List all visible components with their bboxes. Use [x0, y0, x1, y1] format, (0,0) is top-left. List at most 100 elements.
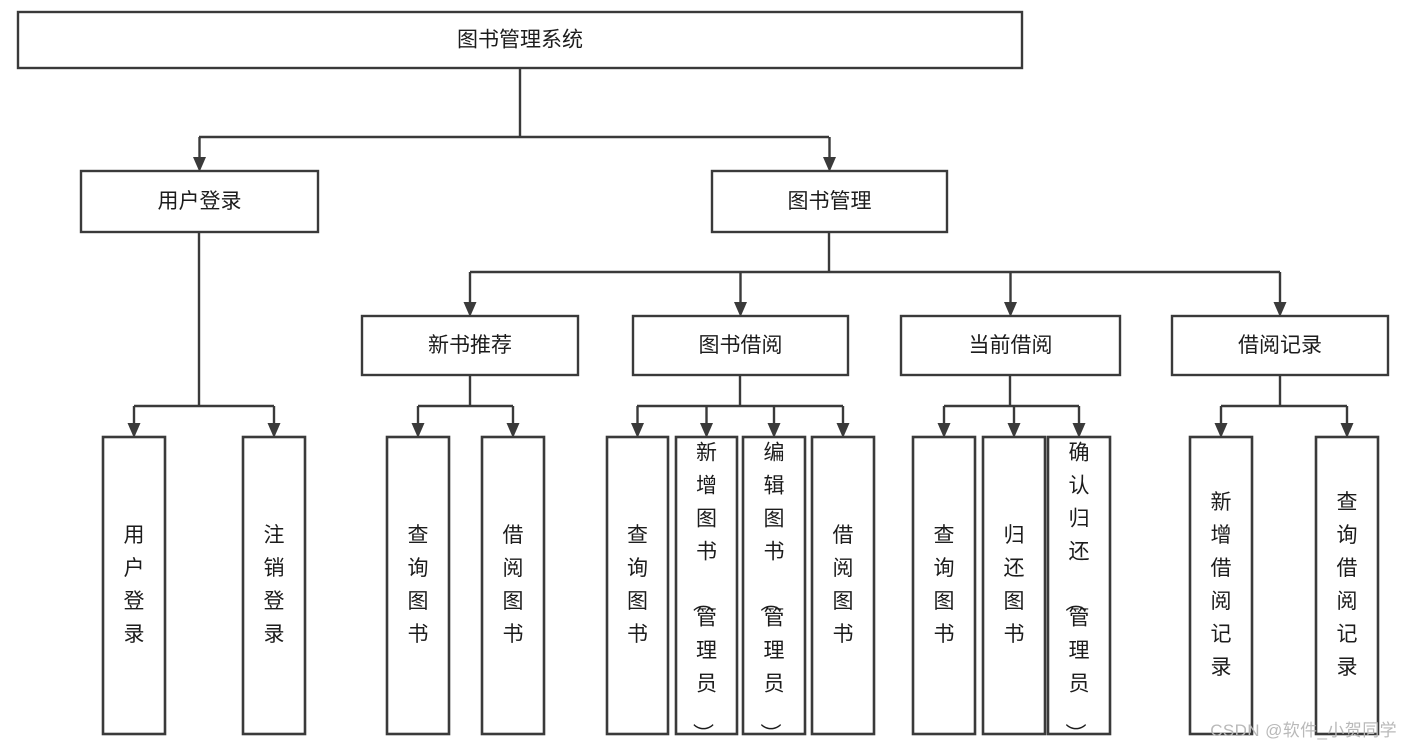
node-leaf-confirm-return-admin[interactable]: 确认归还（管理员） [1046, 435, 1112, 744]
node-leaf-borrow-book[interactable]: 借阅图书 [810, 435, 876, 736]
node-label: 查询借阅记录 [1337, 491, 1358, 679]
arrow-head-icon [767, 423, 781, 438]
arrow-head-icon [1340, 423, 1354, 438]
edge-book-borrow-to-leaf-edit-book-admin [767, 406, 781, 438]
node-root[interactable]: 图书管理系统 [16, 10, 1024, 70]
node-box[interactable] [911, 435, 977, 736]
edge-current-borrow-to-leaf-return-book [1007, 406, 1021, 438]
node-box[interactable] [480, 435, 546, 736]
edge-book-borrow-to-leaf-borrow-book [836, 406, 850, 438]
node-leaf-user-logout[interactable]: 注销登录 [241, 435, 307, 736]
arrow-head-icon [1007, 423, 1021, 438]
node-box[interactable] [981, 435, 1047, 736]
arrow-head-icon [823, 157, 836, 172]
edge-borrow-record-to-leaf-query-borrow-record [1340, 406, 1354, 438]
node-label: 借阅图书 [833, 524, 854, 646]
edge-new-book-recommend-to-leaf-borrow-book-recommend [506, 406, 520, 438]
node-label: 用户登录 [158, 190, 242, 213]
arrow-head-icon [1273, 302, 1287, 317]
node-box[interactable] [1170, 314, 1390, 377]
node-leaf-user-login[interactable]: 用户登录 [101, 435, 167, 736]
node-box[interactable] [899, 314, 1122, 377]
node-leaf-add-borrow-record[interactable]: 新增借阅记录 [1188, 435, 1254, 736]
arrow-head-icon [631, 423, 644, 438]
connector-rail-book-borrow [637, 375, 843, 408]
node-leaf-query-book-borrow[interactable]: 查询图书 [605, 435, 670, 736]
node-box[interactable] [241, 435, 307, 736]
arrow-head-icon [1072, 423, 1086, 438]
arrow-head-icon [1214, 423, 1228, 438]
node-label: 编辑图书（管理员） [759, 441, 785, 744]
node-label: 新书推荐 [428, 334, 512, 357]
edge-book-management-to-current-borrow [1004, 272, 1017, 317]
edge-user-login-to-leaf-user-login [127, 406, 141, 438]
node-label: 查询图书 [408, 524, 429, 646]
edge-book-borrow-to-leaf-add-book-admin [700, 406, 713, 438]
node-box[interactable] [631, 314, 850, 377]
node-label: 当前借阅 [969, 334, 1053, 357]
node-label: 借阅记录 [1238, 334, 1322, 357]
node-leaf-edit-book-admin[interactable]: 编辑图书（管理员） [741, 435, 807, 744]
node-box[interactable] [101, 435, 167, 736]
node-label: 图书管理 [788, 190, 872, 213]
node-box[interactable] [674, 435, 739, 736]
node-box[interactable] [385, 435, 451, 736]
node-leaf-query-book-recommend[interactable]: 查询图书 [385, 435, 451, 736]
node-leaf-query-borrow-record[interactable]: 查询借阅记录 [1314, 435, 1380, 736]
node-box[interactable] [1188, 435, 1254, 736]
edge-user-login-to-leaf-user-logout [267, 406, 281, 438]
arrow-head-icon [267, 423, 281, 438]
node-leaf-return-book[interactable]: 归还图书 [981, 435, 1047, 736]
node-label: 查询图书 [627, 524, 648, 646]
arrow-head-icon [734, 302, 747, 317]
edge-root-to-user-login [193, 137, 206, 172]
node-box[interactable] [79, 169, 320, 234]
node-label: 确认归还（管理员） [1064, 441, 1090, 744]
node-user-login[interactable]: 用户登录 [79, 169, 320, 234]
node-label: 图书借阅 [699, 334, 783, 357]
node-label: 注销登录 [264, 524, 285, 646]
edge-root-to-book-management [823, 137, 836, 172]
node-label: 用户登录 [124, 524, 145, 646]
arrow-head-icon [193, 157, 206, 172]
node-box[interactable] [1046, 435, 1112, 736]
node-book-borrow[interactable]: 图书借阅 [631, 314, 850, 377]
node-book-management[interactable]: 图书管理 [710, 169, 949, 234]
connector-rail-current-borrow [944, 375, 1079, 408]
node-box[interactable] [810, 435, 876, 736]
node-label: 图书管理系统 [457, 29, 583, 52]
node-box[interactable] [741, 435, 807, 736]
edge-book-management-to-book-borrow [734, 272, 747, 317]
arrow-head-icon [506, 423, 520, 438]
arrow-head-icon [127, 423, 141, 438]
node-box[interactable] [1314, 435, 1380, 736]
node-leaf-add-book-admin[interactable]: 新增图书（管理员） [674, 435, 739, 744]
node-label: 新增借阅记录 [1211, 491, 1232, 679]
edge-book-management-to-new-book-recommend [463, 272, 477, 317]
node-borrow-record[interactable]: 借阅记录 [1170, 314, 1390, 377]
edge-book-management-to-borrow-record [1273, 272, 1287, 317]
connector-rail-user-login [134, 232, 274, 408]
edge-current-borrow-to-leaf-confirm-return-admin [1072, 406, 1086, 438]
node-leaf-query-book-current[interactable]: 查询图书 [911, 435, 977, 736]
node-new-book-recommend[interactable]: 新书推荐 [360, 314, 580, 377]
arrow-head-icon [937, 423, 951, 438]
connector-layer [127, 68, 1354, 438]
node-layer: 图书管理系统用户登录图书管理新书推荐图书借阅当前借阅借阅记录用户登录注销登录查询… [16, 10, 1390, 744]
node-box[interactable] [360, 314, 580, 377]
connector-rail-book-management [470, 232, 1280, 274]
edge-new-book-recommend-to-leaf-query-book-recommend [411, 406, 425, 438]
node-box[interactable] [16, 10, 1024, 70]
connector-rail-borrow-record [1221, 375, 1347, 408]
arrow-head-icon [1004, 302, 1017, 317]
edge-book-borrow-to-leaf-query-book-borrow [631, 406, 644, 438]
node-current-borrow[interactable]: 当前借阅 [899, 314, 1122, 377]
edge-borrow-record-to-leaf-add-borrow-record [1214, 406, 1228, 438]
node-label: 归还图书 [1004, 524, 1025, 646]
node-box[interactable] [710, 169, 949, 234]
node-box[interactable] [605, 435, 670, 736]
node-label: 新增图书（管理员） [691, 441, 717, 744]
arrow-head-icon [463, 302, 477, 317]
node-leaf-borrow-book-recommend[interactable]: 借阅图书 [480, 435, 546, 736]
